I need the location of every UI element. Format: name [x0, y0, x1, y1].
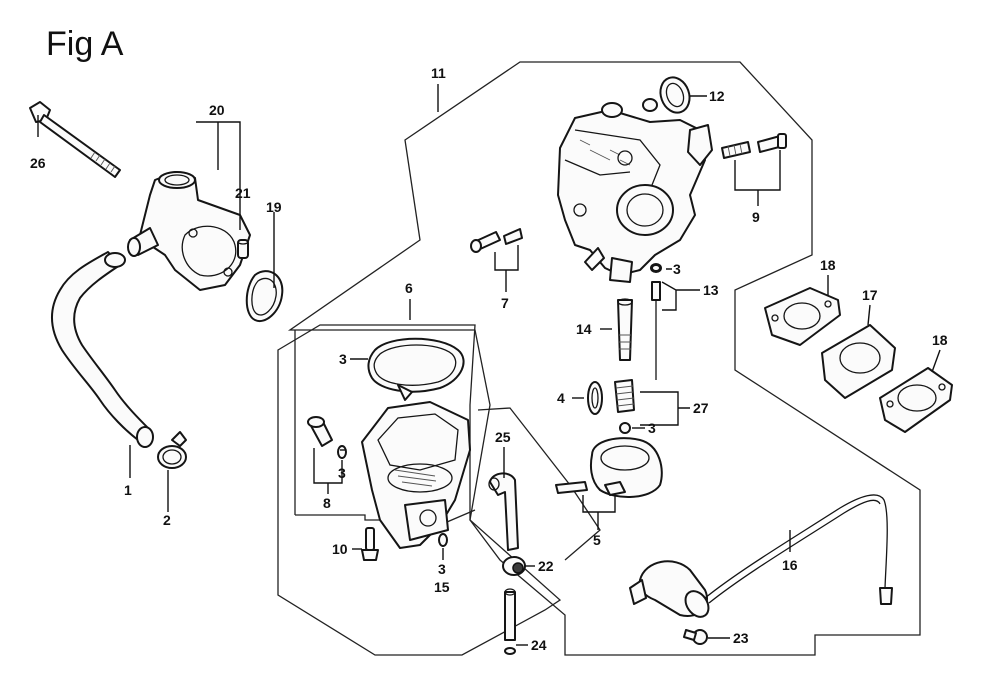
float-needle-13	[650, 263, 662, 380]
callout-12: 12	[709, 88, 725, 104]
cap-12	[659, 76, 691, 114]
callout-3-drain: 3	[338, 465, 346, 481]
main-jet-27	[614, 379, 635, 434]
float-chamber-group-outline	[277, 324, 562, 656]
o-ring-19	[245, 270, 284, 323]
callout-24: 24	[531, 637, 547, 653]
float-5	[555, 437, 663, 498]
tube-24	[504, 588, 516, 655]
water-hose-1	[50, 251, 154, 448]
callout-10: 10	[332, 541, 348, 557]
callout-25: 25	[495, 429, 511, 445]
callout-8: 8	[323, 495, 331, 511]
callout-3-jet: 3	[648, 420, 656, 436]
screw-10	[361, 527, 379, 561]
callout-11: 11	[431, 65, 446, 81]
callout-23: 23	[733, 630, 749, 646]
screw-23	[683, 629, 708, 645]
callout-4: 4	[557, 390, 565, 406]
callout-3-top: 3	[673, 261, 681, 277]
carburetor-body-11	[557, 98, 713, 283]
callout-15: 15	[434, 579, 450, 595]
callout-17: 17	[862, 287, 878, 303]
gasket-18-lower	[879, 367, 953, 433]
callout-21: 21	[235, 185, 251, 201]
callout-20: 20	[209, 102, 225, 118]
callout-27: 27	[693, 400, 709, 416]
chamber-gasket	[367, 337, 465, 401]
screws-9	[721, 133, 787, 159]
float-chamber-6	[361, 401, 471, 549]
washer-15	[438, 533, 448, 547]
callout-3-bottom: 3	[438, 561, 446, 577]
figure-title: Fig A	[46, 25, 124, 63]
callout-16: 16	[782, 557, 798, 573]
callout-26: 26	[30, 155, 46, 171]
callout-13: 13	[703, 282, 719, 298]
clip-22	[502, 556, 526, 576]
leader-lines	[37, 84, 941, 646]
screw-7	[470, 228, 523, 253]
callout-labels: 26 20 21 19 11 12 9 7 3 13 14 4 27 3 5 6…	[30, 65, 948, 653]
carburetor-assembly-outline	[287, 61, 921, 656]
callout-14: 14	[576, 321, 592, 337]
washer-4	[587, 381, 603, 415]
bolt-26	[29, 101, 121, 178]
callout-5: 5	[593, 532, 601, 548]
callout-3-gasket: 3	[339, 351, 347, 367]
gasket-18-upper	[764, 287, 841, 346]
callout-1: 1	[124, 482, 132, 498]
callout-2: 2	[163, 512, 171, 528]
insulator-17	[821, 324, 896, 399]
drain-screw-8	[307, 416, 347, 459]
fuel-cut-solenoid-16	[629, 494, 893, 618]
callout-18-lower: 18	[932, 332, 948, 348]
hose-clamp-2	[157, 431, 187, 469]
callout-18-upper: 18	[820, 257, 836, 273]
callout-22: 22	[538, 558, 554, 574]
water-outlet-20	[127, 171, 251, 291]
callout-7: 7	[501, 295, 509, 311]
dowel-pin-21	[237, 239, 249, 259]
o-ring-3-top	[651, 264, 661, 272]
callout-6: 6	[405, 280, 413, 296]
callout-9: 9	[752, 209, 760, 225]
callout-19: 19	[266, 199, 282, 215]
drain-tube-25	[488, 472, 519, 551]
main-nozzle-14	[617, 298, 633, 361]
